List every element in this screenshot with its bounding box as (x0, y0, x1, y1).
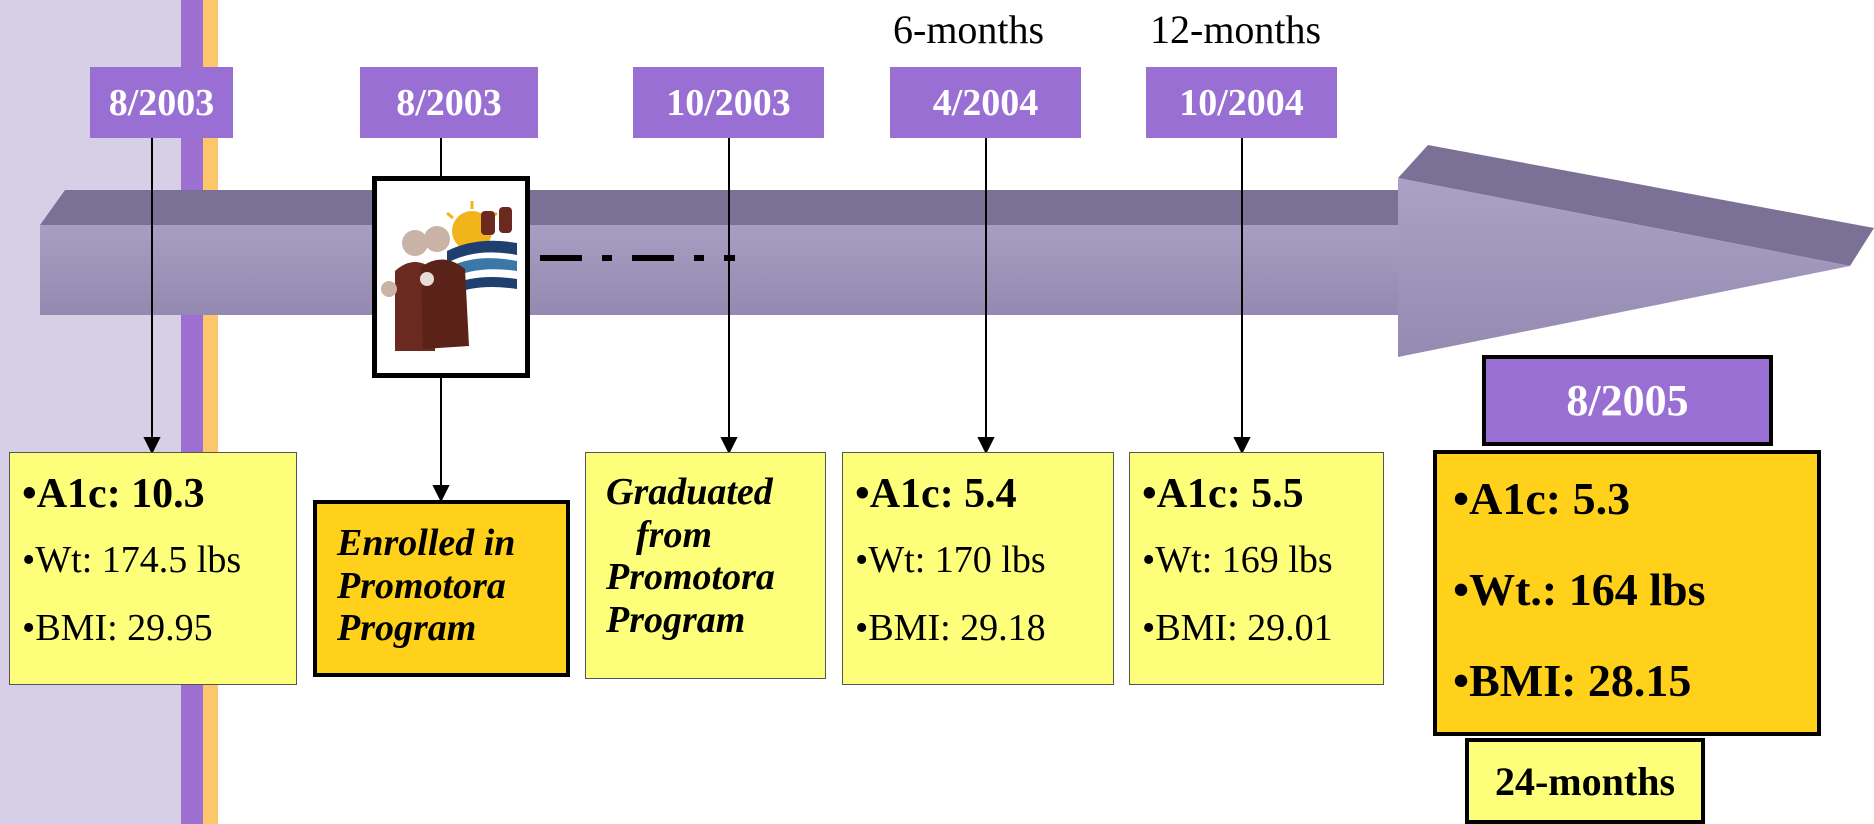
enrolled-line-2: Promotora (337, 564, 506, 607)
connector-arrowhead-5 (1233, 437, 1251, 455)
connector-arrowhead-1 (143, 437, 161, 455)
info-box-4-line-3: •BMI: 29.18 (855, 607, 1046, 649)
promotora-picture (372, 176, 530, 378)
date-tag-4: 4/2004 (890, 67, 1081, 138)
graduated-line-4: Program (606, 598, 746, 641)
final-date-tag: 8/2005 (1482, 355, 1773, 446)
info-box-4: •A1c: 5.4 •Wt: 170 lbs •BMI: 29.18 (842, 452, 1114, 685)
date-tag-3: 10/2003 (633, 67, 824, 138)
info-box-1-line-3: •BMI: 29.95 (22, 607, 213, 649)
graduated-line-2: from (636, 513, 712, 556)
info-box-4-line-2: •Wt: 170 lbs (855, 539, 1046, 581)
final-info-box: •A1c: 5.3 •Wt.: 164 lbs •BMI: 28.15 (1433, 450, 1821, 736)
connector-arrowhead-4 (977, 437, 995, 455)
arrow-head (1398, 178, 1850, 357)
info-box-5-line-2: •Wt: 169 lbs (1142, 539, 1333, 581)
final-duration-label: 24-months (1465, 738, 1705, 824)
date-tag-1: 8/2003 (90, 67, 233, 138)
graduated-line-1: Graduated (606, 471, 773, 513)
info-box-5-line-3: •BMI: 29.01 (1142, 607, 1333, 649)
final-line-2: •Wt.: 164 lbs (1453, 564, 1706, 615)
graduated-line-3: Promotora (606, 556, 775, 599)
connector-arrowhead-3 (720, 437, 738, 455)
enrolled-line-3: Program (337, 607, 477, 650)
arrow-shaft (40, 225, 1402, 315)
connector-arrowhead-2 (432, 485, 450, 503)
final-line-1: •A1c: 5.3 (1453, 473, 1631, 524)
date-tag-2: 8/2003 (360, 67, 538, 138)
final-line-3: •BMI: 28.15 (1453, 655, 1692, 706)
info-box-1-line-2: •Wt: 174.5 lbs (22, 539, 242, 581)
info-box-4-line-1: •A1c: 5.4 (855, 471, 1017, 517)
date-tag-5: 10/2004 (1146, 67, 1337, 138)
graduated-box: Graduated from Promotora Program (585, 452, 826, 679)
promotora-group-icon (381, 201, 517, 351)
info-box-5-line-1: •A1c: 5.5 (1142, 471, 1304, 517)
info-box-1-line-1: •A1c: 10.3 (22, 471, 205, 517)
enrolled-line-1: Enrolled in (337, 522, 516, 564)
info-box-1: •A1c: 10.3 •Wt: 174.5 lbs •BMI: 29.95 (9, 452, 297, 685)
milestone-label-5: 12-months (1150, 7, 1322, 52)
milestone-label-4: 6-months (893, 7, 1045, 52)
enrolled-box: Enrolled in Promotora Program (313, 500, 570, 677)
arrow-head-top (1398, 145, 1874, 266)
arrow-shaft-top (40, 190, 1400, 225)
info-box-5: •A1c: 5.5 •Wt: 169 lbs •BMI: 29.01 (1129, 452, 1384, 685)
connectors (143, 138, 1251, 503)
